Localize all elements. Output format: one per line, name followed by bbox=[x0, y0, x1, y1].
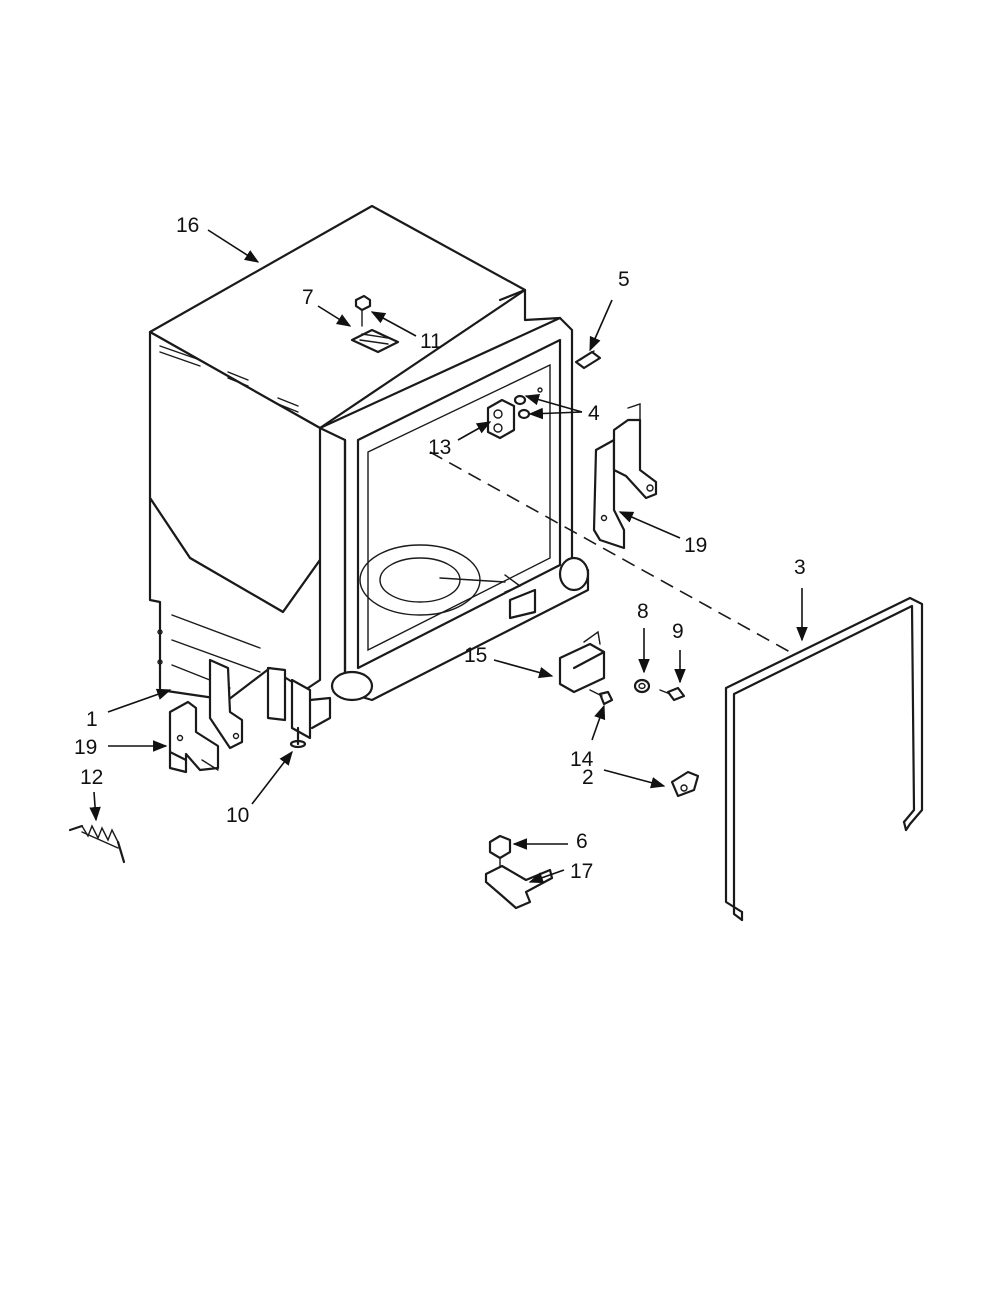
door-gasket bbox=[724, 596, 924, 922]
callout-19-right: 19 bbox=[684, 534, 707, 557]
screw-9 bbox=[659, 686, 686, 702]
callout-11: 11 bbox=[420, 330, 442, 353]
top-clip bbox=[350, 328, 400, 354]
callout-15: 15 bbox=[464, 644, 487, 667]
bracket-17 bbox=[484, 864, 554, 910]
washers bbox=[513, 387, 543, 420]
screw-side bbox=[574, 350, 602, 370]
tub-assembly bbox=[148, 204, 590, 740]
callout-4: 4 bbox=[588, 402, 600, 425]
callout-labels: 16 7 11 5 4 13 19 3 8 9 15 14 1 19 12 10… bbox=[74, 214, 806, 883]
leveling-leg bbox=[289, 726, 307, 749]
clamp bbox=[670, 770, 700, 798]
washer-8 bbox=[633, 678, 651, 694]
callout-10: 10 bbox=[226, 804, 249, 827]
callout-3: 3 bbox=[794, 556, 806, 579]
callout-7: 7 bbox=[302, 286, 314, 309]
callout-13: 13 bbox=[428, 436, 451, 459]
door-spring bbox=[68, 824, 126, 864]
callout-1: 1 bbox=[86, 708, 98, 731]
strike-plate bbox=[558, 630, 606, 694]
callout-17: 17 bbox=[570, 860, 593, 883]
hinge-bracket-left bbox=[168, 658, 244, 774]
screw-14 bbox=[589, 689, 614, 706]
callout-2: 2 bbox=[582, 766, 594, 789]
hinge-bracket-right bbox=[592, 403, 658, 550]
callout-5: 5 bbox=[618, 268, 630, 291]
callout-12: 12 bbox=[80, 766, 103, 789]
callout-6: 6 bbox=[576, 830, 588, 853]
callout-19-left: 19 bbox=[74, 736, 97, 759]
callout-9: 9 bbox=[672, 620, 684, 643]
callout-14: 14 bbox=[570, 748, 594, 771]
callout-16: 16 bbox=[176, 214, 199, 237]
screw-top bbox=[354, 294, 372, 327]
cam-block bbox=[486, 398, 516, 440]
nut-6 bbox=[488, 834, 512, 871]
callout-leaders bbox=[89, 229, 808, 884]
callout-8: 8 bbox=[637, 600, 649, 623]
